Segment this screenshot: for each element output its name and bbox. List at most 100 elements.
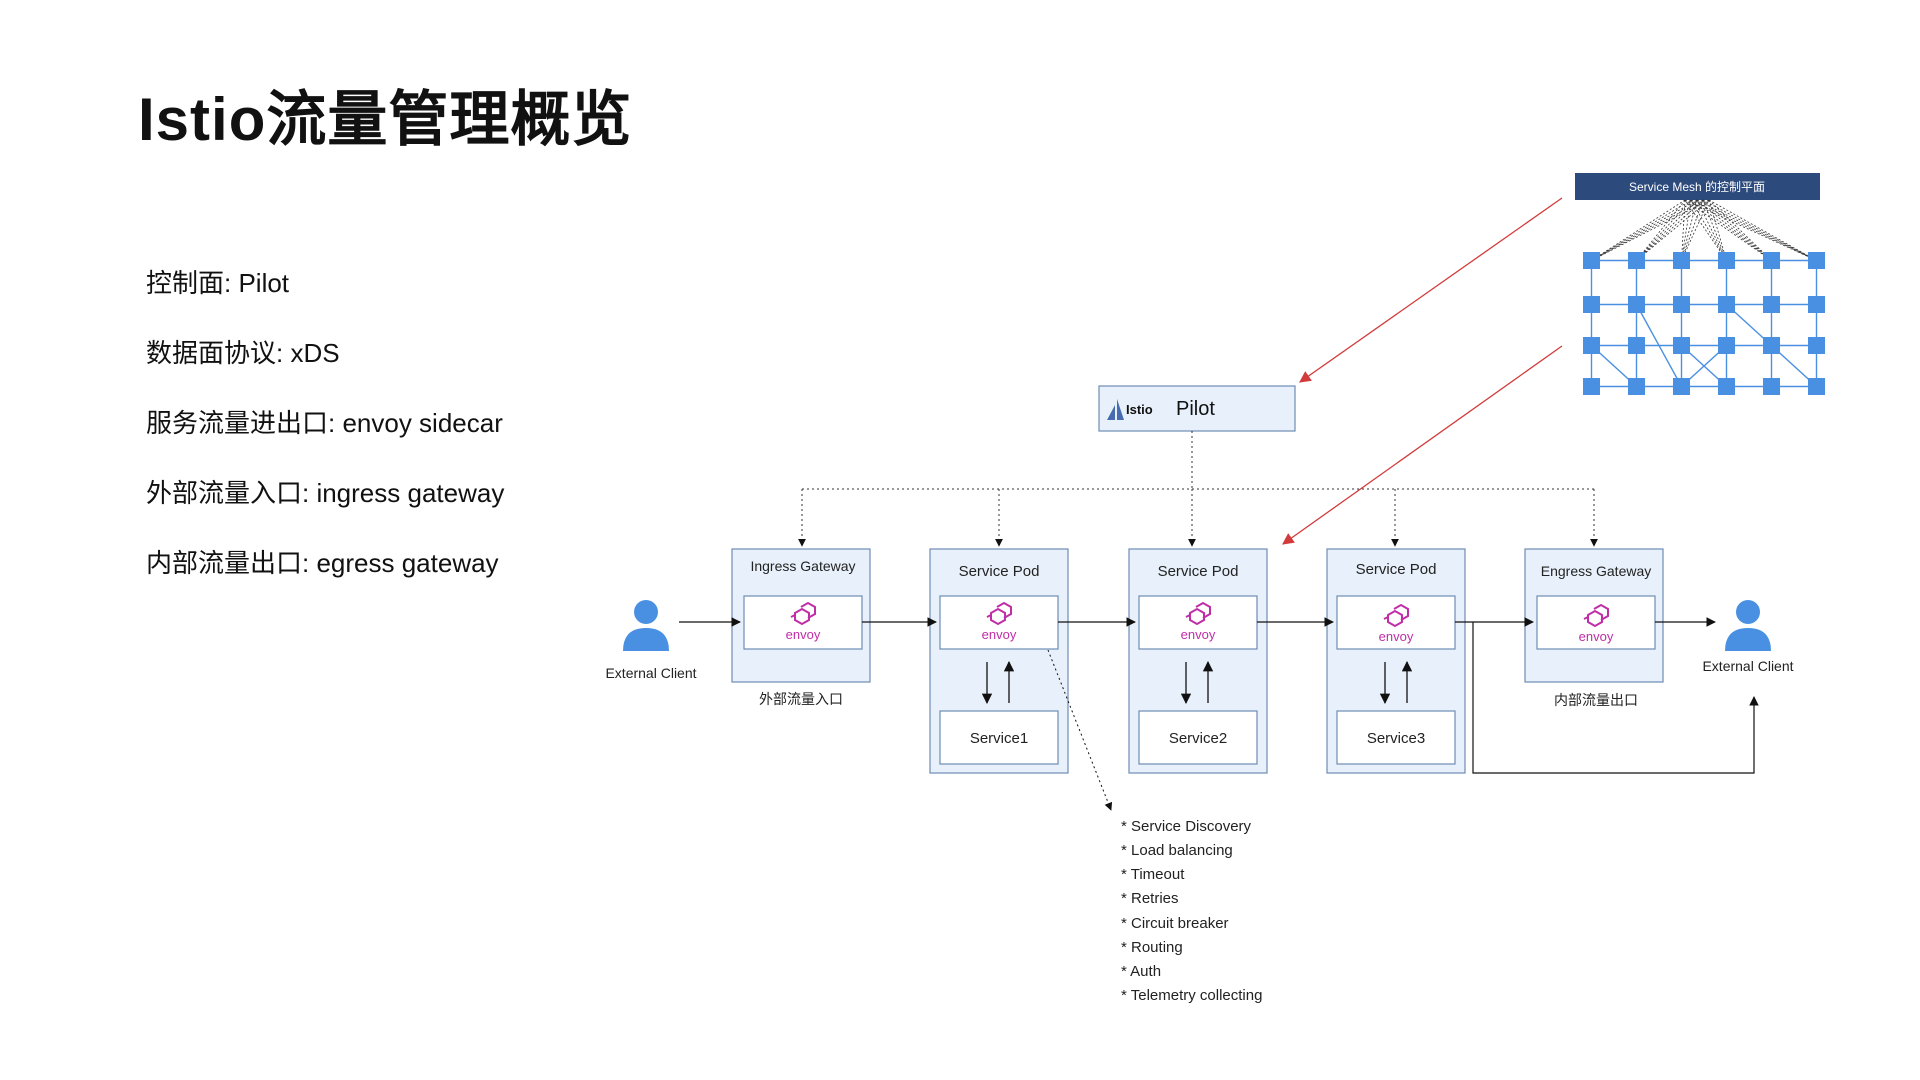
mesh-control-link [1690,199,1727,261]
key-points-list: 控制面: Pilot 数据面协议: xDS 服务流量进出口: envoy sid… [146,266,504,616]
mesh-control-link [1636,199,1704,261]
mesh-node [1583,337,1600,354]
mesh-control-link [1696,199,1727,261]
mesh-node [1763,337,1780,354]
service-pod-2-envoy-label: envoy [1181,627,1216,642]
mesh-control-link [1591,199,1686,261]
mesh-node [1808,378,1825,395]
point-control-plane: 控制面: Pilot [146,268,290,298]
pilot-box: Istio Pilot [1098,385,1296,432]
mesh-node [1673,378,1690,395]
ingress-envoy-label: envoy [786,627,821,642]
mesh-node [1808,252,1825,269]
service-pod-1-title: Service Pod [959,563,1040,580]
mesh-control-link [1636,199,1692,261]
mesh-node [1763,252,1780,269]
person-body-icon [1725,628,1771,651]
mesh-node [1673,337,1690,354]
traffic-flow-arrows [679,617,1759,774]
mesh-control-link [1636,199,1686,261]
mesh-grid [1583,199,1825,395]
service-3-label: Service3 [1367,730,1425,747]
mesh-control-link [1702,199,1727,261]
service-pod-2-title: Service Pod [1158,563,1239,580]
feature-item: * Auth [1121,963,1161,980]
mesh-control-link [1684,199,1727,261]
mesh-control-link [1591,199,1704,261]
mesh-node [1718,252,1735,269]
external-client-right: External Client [1702,600,1794,674]
mesh-to-pod-arrow [1282,345,1563,545]
mesh-control-link [1708,199,1817,261]
mesh-node [1628,296,1645,313]
mesh-node [1628,252,1645,269]
mesh-control-link [1681,199,1710,261]
envoy-features-list: * Service Discovery * Load balancing * T… [1121,818,1262,1004]
mesh-control-link [1708,199,1772,261]
point-data-plane-protocol: 数据面协议: xDS [146,338,340,368]
service-1-label: Service1 [970,730,1028,747]
mesh-control-link [1702,199,1772,261]
mesh-node [1763,378,1780,395]
mesh-control-link [1690,199,1817,261]
person-icon [634,600,658,624]
mesh-control-link [1591,199,1692,261]
control-plane-header [1575,173,1820,200]
mesh-node [1718,296,1735,313]
mesh-node [1808,337,1825,354]
egress-envoy-box [1536,595,1656,650]
mesh-node [1628,337,1645,354]
control-plane-header-text: Service Mesh 的控制平面 [1629,179,1765,194]
mesh-control-link [1708,199,1727,261]
service-pod-1-envoy-label: envoy [982,627,1017,642]
mesh-node [1583,296,1600,313]
mesh-control-link [1684,199,1817,261]
mesh-to-pilot-arrow [1299,197,1563,383]
mesh-control-link [1591,199,1698,261]
istio-logo-text: Istio [1126,402,1153,417]
mesh-node [1763,296,1780,313]
ingress-gateway-title: Ingress Gateway [750,558,855,574]
control-plane-panel: Service Mesh 的控制平面 [1575,173,1825,395]
point-ingress: 外部流量入口: ingress gateway [146,478,505,508]
ingress-gateway-caption: 外部流量入口 [759,691,843,707]
mesh-control-link [1591,199,1710,261]
service-3-box [1336,710,1456,765]
mesh-node [1718,378,1735,395]
feature-item: * Circuit breaker [1121,915,1229,932]
point-egress: 内部流量出口: egress gateway [146,548,499,578]
mesh-node [1628,378,1645,395]
feature-item: * Load balancing [1121,842,1233,859]
mesh-node [1718,337,1735,354]
page-title: Istio流量管理概览 [138,86,633,153]
mesh-control-link [1636,199,1710,261]
feature-item: * Routing [1121,939,1183,956]
mesh-node [1583,252,1600,269]
mesh-control-link [1681,199,1698,261]
mesh-control-link [1684,199,1772,261]
ingress-gateway: Ingress Gateway envoy 外部流量入口 [731,548,871,707]
external-client-right-label: External Client [1702,658,1793,674]
mesh-node [1583,378,1600,395]
service-pod-1: Service Pod envoy Service1 [929,548,1069,774]
envoy-features-pointer [1047,649,1113,811]
service-pod-3-title: Service Pod [1356,561,1437,578]
feature-item: * Timeout [1121,866,1185,883]
egress-envoy-label: envoy [1579,629,1614,644]
mesh-node [1673,252,1690,269]
pilot-label: Pilot [1176,398,1215,420]
feature-item: * Telemetry collecting [1121,987,1262,1004]
person-body-icon [623,628,669,651]
mesh-control-link [1681,199,1704,261]
pilot-config-lines [798,431,1598,547]
service-2-box [1138,710,1258,765]
point-sidecar: 服务流量进出口: envoy sidecar [146,408,503,438]
service-pod-3: Service Pod envoy Service3 [1326,548,1466,774]
mesh-node [1808,296,1825,313]
service-pod-3-envoy-label: envoy [1379,629,1414,644]
external-client-left: External Client [605,600,697,681]
mesh-node [1673,296,1690,313]
service-2-label: Service2 [1169,730,1227,747]
mesh-control-link [1702,199,1817,261]
